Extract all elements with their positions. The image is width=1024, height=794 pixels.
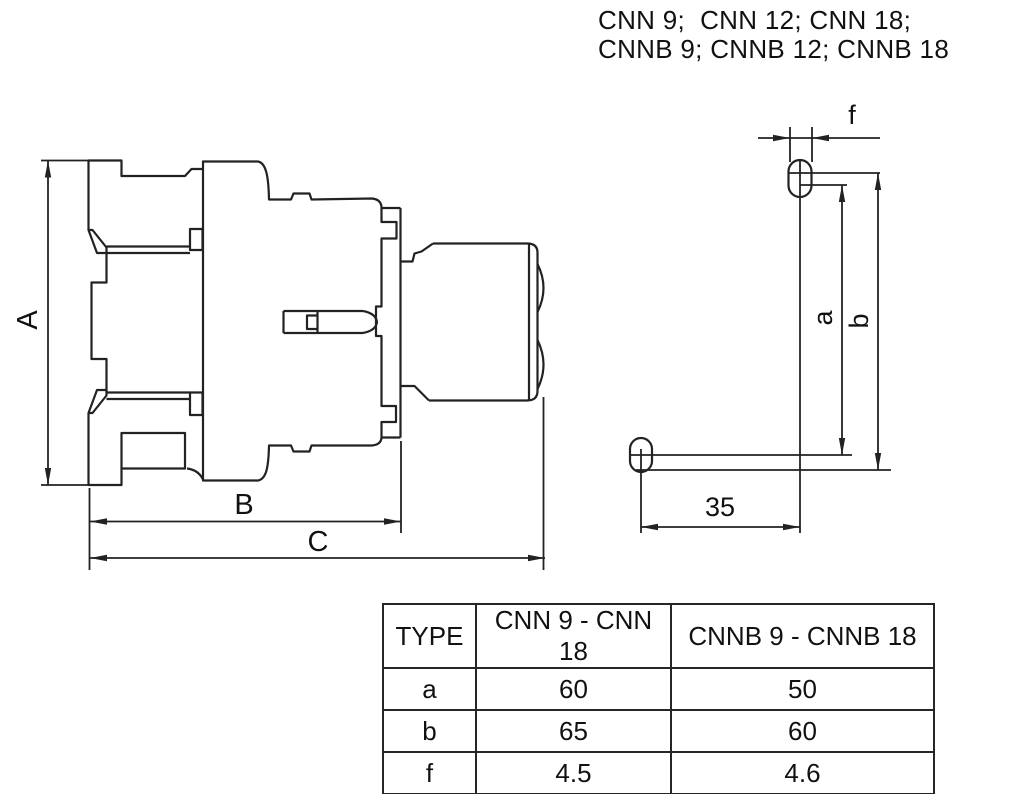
table-header-cnn: CNN 9 - CNN 18 [475, 603, 672, 669]
dim-35 [641, 523, 800, 531]
dim-C [88, 397, 545, 570]
title-line-2: CNNB 9; CNNB 12; CNNB 18 [598, 34, 950, 64]
table-row: a 60 50 [382, 667, 935, 711]
row-value-cnnb: 4.6 [670, 751, 935, 794]
dim-A [41, 159, 88, 486]
dim-label-A: A [11, 310, 44, 330]
dim-label-C: C [307, 525, 329, 558]
backplate-foot [87, 413, 187, 487]
terminal-clamp-bottom [188, 391, 204, 417]
backplate-top [87, 159, 203, 230]
table-header-row: TYPE CNN 9 - CNN 18 CNNB 9 - CNNB 18 [382, 603, 935, 669]
front-cap-latch-bottom [536, 339, 545, 390]
terminal-clamp-top [188, 227, 204, 252]
dim-label-f: f [848, 99, 856, 130]
table-header-type: TYPE [382, 603, 477, 669]
dim-B [90, 441, 402, 533]
terminal-slot-top [106, 245, 190, 255]
row-value-cnnb: 50 [670, 667, 935, 711]
contact-carrier-nub [362, 309, 379, 335]
row-label: f [382, 751, 477, 794]
dim-label-B: B [234, 488, 254, 521]
rail-claw-bottom [87, 388, 108, 415]
row-value-cnn: 65 [475, 709, 672, 753]
table-row: b 65 60 [382, 709, 935, 753]
contact-carrier-bar [282, 309, 363, 335]
row-label: a [382, 667, 477, 711]
dim-b [874, 173, 882, 470]
row-value-cnnb: 60 [670, 709, 935, 753]
title-block: CNN 9; CNN 12; CNN 18; CNNB 9; CNNB 12; … [598, 6, 949, 64]
dim-label-b: b [843, 313, 874, 329]
backplate-middle [90, 253, 108, 393]
title-line-1: CNN 9; CNN 12; CNN 18; [598, 5, 912, 35]
row-value-cnn: 60 [475, 667, 672, 711]
dim-label-35: 35 [704, 491, 736, 522]
contactor-body-outline [201, 160, 398, 482]
terminal-slot-bottom [106, 391, 190, 401]
foot-to-body-curve [186, 467, 205, 481]
coil-collar [381, 206, 434, 439]
table-header-cnnb: CNNB 9 - CNNB 18 [670, 603, 935, 669]
dim-a [838, 185, 846, 455]
dim-label-a: a [807, 310, 838, 326]
contactor-side-view [41, 159, 545, 570]
front-cap-outline [429, 242, 539, 402]
table-row: f 4.5 4.6 [382, 751, 935, 794]
row-label: b [382, 709, 477, 753]
row-value-cnn: 4.5 [475, 751, 672, 794]
front-cap-latch-top [536, 263, 545, 313]
dim-f [758, 127, 880, 162]
dimension-table: TYPE CNN 9 - CNN 18 CNNB 9 - CNNB 18 a 6… [382, 603, 935, 794]
rail-claw-top [87, 228, 108, 255]
mounting-hole-view [628, 127, 891, 533]
